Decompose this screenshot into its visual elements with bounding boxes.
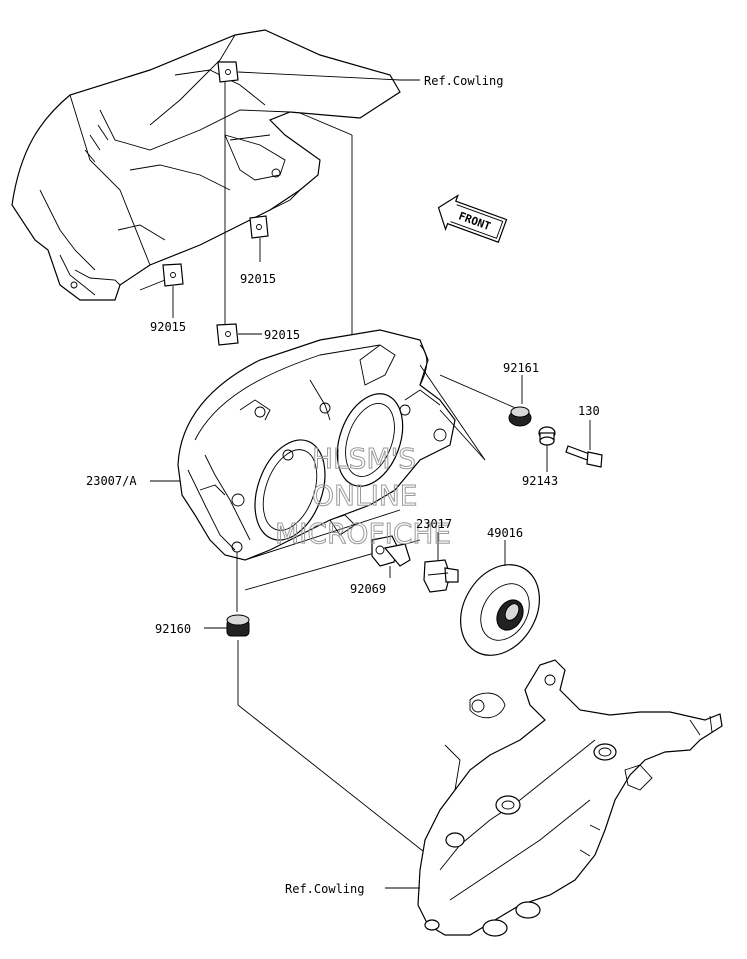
upper-cowling xyxy=(11,29,401,301)
clip-nut-92015-b xyxy=(249,215,269,239)
lower-bracket xyxy=(417,659,723,937)
clip-nut-92015-d xyxy=(216,323,239,346)
leader-lines-upper xyxy=(139,71,420,335)
label-23007a: 23007/A xyxy=(86,474,137,488)
label-49016: 49016 xyxy=(487,526,523,540)
label-ref-cowling-top: Ref.Cowling xyxy=(424,74,503,88)
bulb-92069 xyxy=(371,535,411,578)
label-92143: 92143 xyxy=(522,474,558,488)
part-labels: Ref.Cowling 92015 92015 92015 92161 130 … xyxy=(86,74,600,896)
watermark-line-2: ONLINE xyxy=(312,479,417,512)
label-92160: 92160 xyxy=(155,622,191,636)
label-92015-c: 92015 xyxy=(264,328,300,342)
label-92015-a: 92015 xyxy=(240,272,276,286)
clip-nut-92015-c xyxy=(162,263,184,287)
bolt-130 xyxy=(565,420,603,468)
grommet-92161 xyxy=(508,375,532,427)
collar-92143 xyxy=(538,426,556,472)
label-92015-b: 92015 xyxy=(150,320,186,334)
front-arrow: FRONT xyxy=(437,194,508,243)
label-ref-cowling-bottom: Ref.Cowling xyxy=(285,882,364,896)
dust-cover-49016 xyxy=(460,540,540,656)
watermark-line-3: MICROFICHE xyxy=(275,517,451,550)
headlight-assembly xyxy=(177,329,456,561)
watermark: HLSM'S ONLINE MICROFICHE xyxy=(275,442,452,551)
watermark-line-1: HLSM'S xyxy=(312,442,416,475)
grommet-92160 xyxy=(204,614,429,856)
bulb-socket-23017 xyxy=(423,532,459,593)
clip-nut-92015-a xyxy=(217,61,239,83)
label-23017: 23017 xyxy=(416,517,452,531)
label-92069: 92069 xyxy=(350,582,386,596)
label-130: 130 xyxy=(578,404,600,418)
label-92161: 92161 xyxy=(503,361,539,375)
